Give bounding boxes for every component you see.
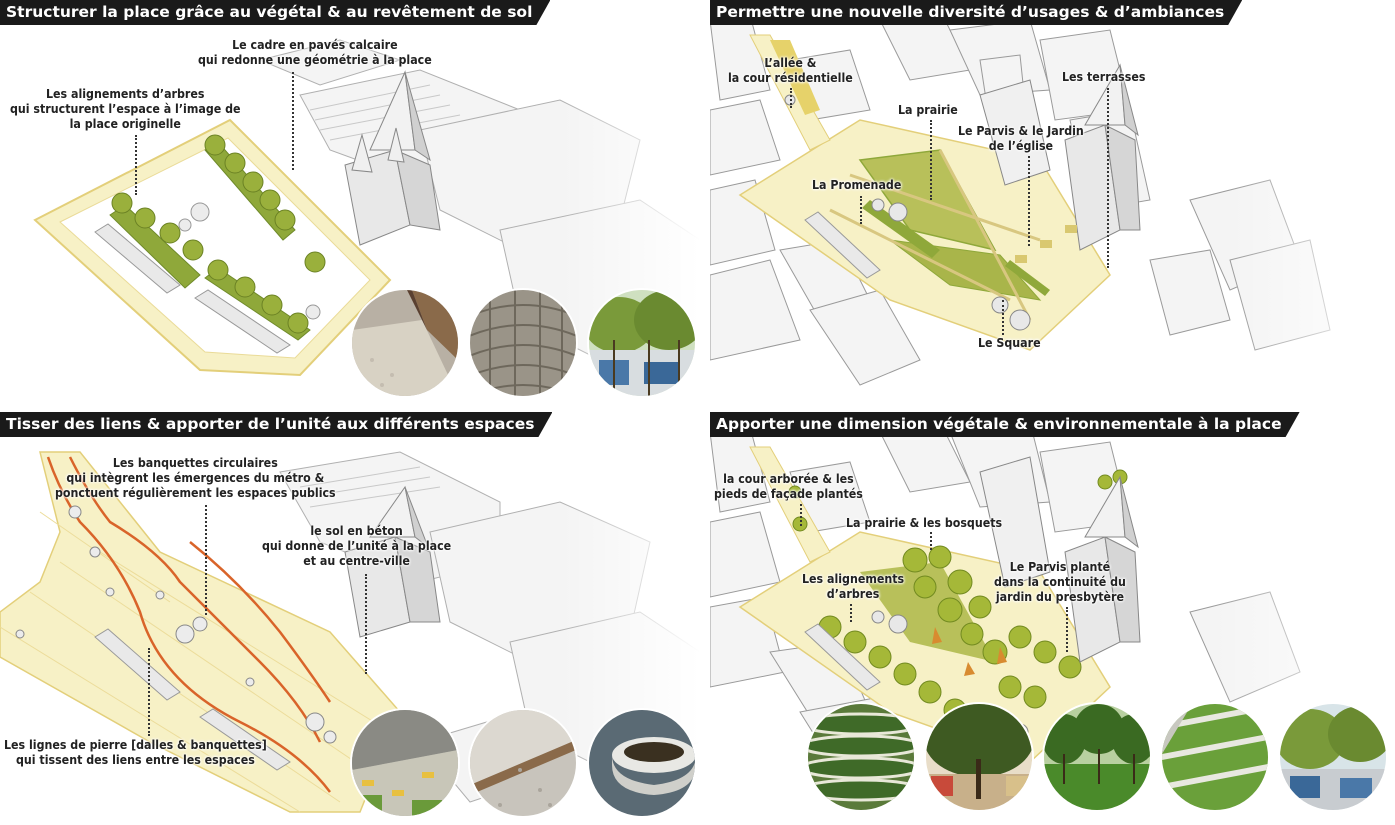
label-lignes-pierre: Les lignes de pierre [dalles & banquette… xyxy=(4,738,267,768)
leader-line-terrasses xyxy=(1107,88,1109,268)
photo-arbres-rue xyxy=(1280,704,1386,810)
label-alignements-arbres: Les alignements d’arbres qui structurent… xyxy=(10,87,241,132)
leader-line-alignements xyxy=(135,135,137,195)
panel-structurer: Structurer la place grâce au végétal & a… xyxy=(0,0,700,410)
leader-line-banquettes xyxy=(205,505,207,615)
label-line: la cour résidentielle xyxy=(728,71,853,85)
photo-prairie-parc xyxy=(1044,704,1150,810)
panel-tisser: Tisser des liens & apporter de l’unité a… xyxy=(0,412,700,825)
label-line: qui tissent des liens entre les espaces xyxy=(16,753,255,767)
leader-line-lignes xyxy=(148,648,150,736)
label-line: Les terrasses xyxy=(1062,70,1146,84)
leader-line-allee xyxy=(790,88,792,108)
label-line: qui redonne une géométrie à la place xyxy=(198,53,432,67)
label-terrasses: Les terrasses xyxy=(1062,70,1145,85)
leader-line-parvis-plante xyxy=(1066,607,1068,652)
label-banquettes: Les banquettes circulaires qui intègrent… xyxy=(55,456,336,501)
label-line: pieds de façade plantés xyxy=(714,487,863,501)
label-line: Le Parvis planté xyxy=(1009,560,1111,574)
label-prairie-bosquets: La prairie & les bosquets xyxy=(846,516,1002,531)
label-line: jardin du presbytère xyxy=(995,590,1125,604)
photo-place-aerienne xyxy=(352,710,458,816)
leader-line-parvis xyxy=(1028,156,1030,246)
label-line: d’arbres xyxy=(826,587,880,601)
label-cadre-paves: Le cadre en pavés calcaire qui redonne u… xyxy=(198,38,432,68)
site-plan-diversite xyxy=(710,0,1395,410)
label-line: qui structurent l’espace à l’image de xyxy=(10,102,241,116)
concrete-ground xyxy=(0,451,401,813)
label-line: Le cadre en pavés calcaire xyxy=(232,38,398,52)
panel-title-tisser: Tisser des liens & apporter de l’unité a… xyxy=(0,412,552,437)
label-line: Les alignements xyxy=(802,572,905,586)
label-parvis-jardin: Le Parvis & le Jardin de l’église xyxy=(958,124,1084,154)
label-line: La prairie xyxy=(898,103,958,117)
label-line: La prairie & les bosquets xyxy=(846,516,1003,530)
label-line: qui intègrent les émergences du métro & xyxy=(66,471,325,485)
leader-line-alignements-vegetale xyxy=(850,604,852,622)
panel-title-structurer: Structurer la place grâce au végétal & a… xyxy=(0,0,550,25)
photo-bandes-pelouse xyxy=(1162,704,1268,810)
label-line: Les banquettes circulaires xyxy=(112,456,278,470)
label-line: Le Parvis & le Jardin xyxy=(958,124,1084,138)
label-line: la place originelle xyxy=(69,117,181,131)
panel-title-vegetale: Apporter une dimension végétale & enviro… xyxy=(710,412,1300,437)
leader-line-cadre xyxy=(292,72,294,170)
label-parvis-plante: Le Parvis planté dans la continuité du j… xyxy=(994,560,1126,605)
label-line: de l’église xyxy=(988,139,1054,153)
label-sol-beton: le sol en béton qui donne de l’unité à l… xyxy=(262,524,451,569)
label-line: le sol en béton xyxy=(310,524,403,538)
label-prairie: La prairie xyxy=(898,103,958,118)
photo-paves-rue xyxy=(352,290,458,396)
leader-line-bosquets xyxy=(930,532,932,550)
leader-line-square xyxy=(1002,300,1004,335)
photo-banquette-circulaire xyxy=(589,710,695,816)
label-cour-arboree: la cour arborée & les pieds de façade pl… xyxy=(714,472,863,502)
leader-line-sol xyxy=(365,574,367,674)
photo-square-arbre xyxy=(926,704,1032,810)
label-line: qui donne de l’unité à la place xyxy=(262,539,452,553)
label-promenade: La Promenade xyxy=(812,178,901,193)
label-alignements-arbres-vegetale: Les alignements d’arbres xyxy=(802,572,904,602)
label-allee-cour: L’allée & la cour résidentielle xyxy=(728,56,853,86)
panel-vegetale: Apporter une dimension végétale & enviro… xyxy=(710,412,1395,825)
tree-canopies xyxy=(788,469,1128,722)
label-line: La Promenade xyxy=(812,178,902,192)
panel-diversite: Permettre une nouvelle diversité d’usage… xyxy=(710,0,1395,410)
label-line: dans la continuité du xyxy=(994,575,1126,589)
leader-line-prairie xyxy=(930,120,932,200)
leader-line-cour xyxy=(800,504,802,526)
label-line: et au centre-ville xyxy=(303,554,410,568)
label-line: Le Square xyxy=(978,336,1041,350)
label-line: L’allée & xyxy=(764,56,817,70)
label-line: la cour arborée & les xyxy=(723,472,854,486)
panel-title-diversite: Permettre une nouvelle diversité d’usage… xyxy=(710,0,1242,25)
leader-line-promenade xyxy=(860,196,862,224)
label-line: ponctuent régulièrement les espaces publ… xyxy=(55,486,336,500)
label-square: Le Square xyxy=(978,336,1041,351)
photo-jardin-haies xyxy=(808,704,914,810)
photo-alignement-arbres xyxy=(589,290,695,396)
label-line: Les alignements d’arbres xyxy=(46,87,205,101)
photo-sol-beton xyxy=(470,710,576,816)
label-line: Les lignes de pierre [dalles & banquette… xyxy=(4,738,267,752)
photo-paves-calcaire xyxy=(470,290,576,396)
